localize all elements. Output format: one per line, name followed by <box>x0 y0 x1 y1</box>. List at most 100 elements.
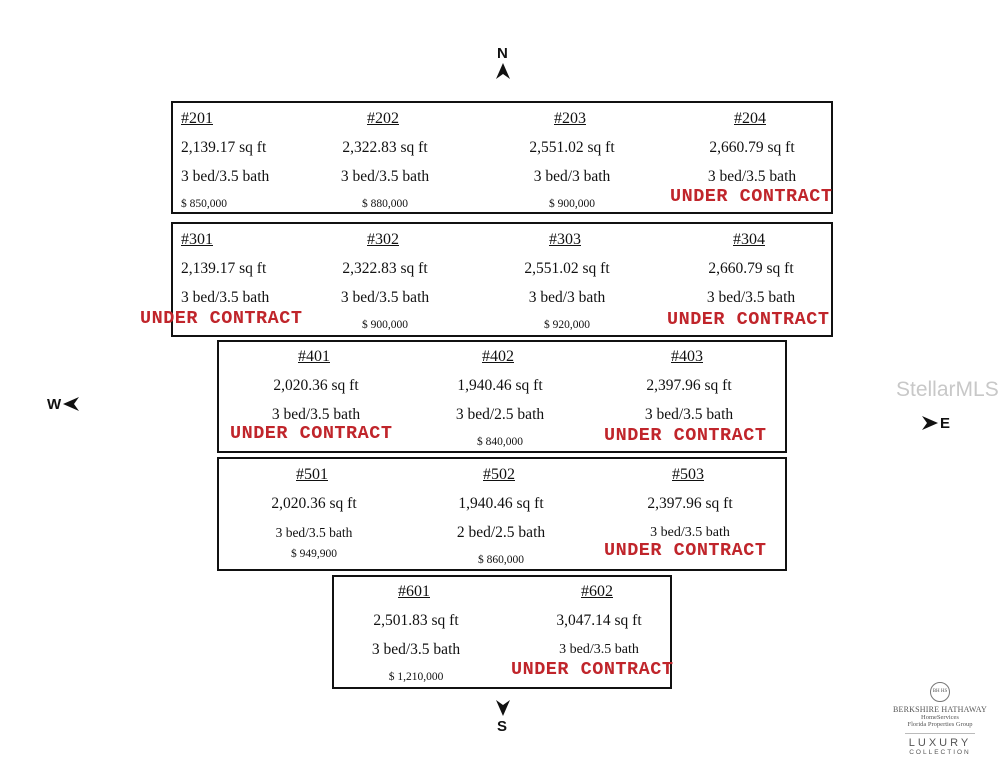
unit-price: $ 860,000 <box>478 554 524 566</box>
under-contract-label: UNDER CONTRACT <box>604 425 767 446</box>
unit-beds: 3 bed/2.5 bath <box>455 406 545 423</box>
unit-301: #301 2,139.17 sq ft 3 bed/3.5 bath <box>181 230 269 317</box>
floor-2 <box>171 101 833 214</box>
unit-price: $ 850,000 <box>181 198 227 210</box>
north-arrow-icon <box>496 63 510 79</box>
unit-number: #503 <box>672 466 704 483</box>
unit-sqft: 2,139.17 sq ft <box>181 260 267 277</box>
unit-number: #302 <box>367 231 399 248</box>
seal-icon: BH HS <box>930 682 950 702</box>
unit-203: #203 2,551.02 sq ft 3 bed/3 bath $ 900,0… <box>529 109 614 225</box>
unit-number: #401 <box>298 348 330 365</box>
unit-price: $ 900,000 <box>549 198 595 210</box>
unit-sqft: 2,020.36 sq ft <box>271 495 357 512</box>
unit-beds: 2 bed/2.5 bath <box>456 524 546 541</box>
unit-beds: 3 bed/3.5 bath <box>650 525 730 540</box>
logo-divider <box>905 733 975 734</box>
logo-collection: COLLECTION <box>909 749 971 756</box>
unit-sqft: 2,501.83 sq ft <box>373 612 459 629</box>
unit-number: #304 <box>733 231 765 248</box>
unit-number: #601 <box>398 583 430 600</box>
unit-sqft: 2,660.79 sq ft <box>709 139 795 156</box>
unit-price: $ 949,900 <box>291 548 337 560</box>
logo-brand: BERKSHIRE HATHAWAY <box>892 705 987 714</box>
unit-502: #502 1,940.46 sq ft 2 bed/2.5 bath $ 860… <box>457 465 545 581</box>
unit-beds: 3 bed/3.5 bath <box>271 406 361 423</box>
east-label: E <box>940 415 951 432</box>
south-label: S <box>497 718 508 735</box>
unit-sqft: 2,551.02 sq ft <box>529 139 615 156</box>
unit-beds: 3 bed/3 bath <box>533 168 611 185</box>
unit-number: #303 <box>549 231 581 248</box>
unit-beds: 3 bed/3.5 bath <box>181 289 270 306</box>
unit-number: #202 <box>367 110 399 127</box>
unit-number: #501 <box>296 466 328 483</box>
unit-number: #402 <box>482 348 514 365</box>
unit-beds: 3 bed/3.5 bath <box>371 641 461 658</box>
unit-sqft: 2,322.83 sq ft <box>342 260 428 277</box>
watermark: StellarMLS <box>896 378 999 401</box>
floor-3 <box>171 222 833 337</box>
under-contract-label: UNDER CONTRACT <box>140 308 303 329</box>
unit-price: $ 920,000 <box>544 319 590 331</box>
floor-5 <box>217 457 787 571</box>
unit-beds: 3 bed/3.5 bath <box>340 168 430 185</box>
unit-sqft: 2,397.96 sq ft <box>646 377 732 394</box>
unit-601: #601 2,501.83 sq ft 3 bed/3.5 bath $ 1,2… <box>372 582 460 698</box>
unit-sqft: 1,940.46 sq ft <box>458 495 544 512</box>
unit-price: $ 1,210,000 <box>388 671 444 683</box>
unit-number: #502 <box>483 466 515 483</box>
under-contract-label: UNDER CONTRACT <box>230 423 393 444</box>
under-contract-label: UNDER CONTRACT <box>670 186 833 207</box>
unit-403: #403 2,397.96 sq ft 3 bed/3.5 bath <box>645 347 733 434</box>
brokerage-logo: BH HS BERKSHIRE HATHAWAY HomeServices Fl… <box>880 680 1000 756</box>
unit-price: $ 840,000 <box>477 436 523 448</box>
unit-number: #203 <box>554 110 586 127</box>
under-contract-label: UNDER CONTRACT <box>511 659 674 680</box>
unit-303: #303 2,551.02 sq ft 3 bed/3 bath $ 920,0… <box>524 230 609 346</box>
unit-602: #602 3,047.14 sq ft 3 bed/3.5 bath <box>556 582 641 669</box>
unit-503: #503 2,397.96 sq ft 3 bed/3.5 bath <box>647 465 732 552</box>
unit-sqft: 2,397.96 sq ft <box>647 495 733 512</box>
unit-number: #201 <box>181 110 213 127</box>
logo-sub: HomeServices <box>921 714 959 721</box>
unit-501: #501 2,020.36 sq ft 3 bed/3.5 bath $ 949… <box>271 465 356 575</box>
unit-beds: 3 bed/3.5 bath <box>559 642 639 657</box>
unit-number: #204 <box>734 110 766 127</box>
unit-401: #401 2,020.36 sq ft 3 bed/3.5 bath <box>272 347 360 434</box>
unit-number: #602 <box>581 583 613 600</box>
unit-beds: 3 bed/3.5 bath <box>707 168 797 185</box>
unit-sqft: 1,940.46 sq ft <box>457 377 543 394</box>
unit-sqft: 2,020.36 sq ft <box>273 377 359 394</box>
unit-price: $ 900,000 <box>362 319 408 331</box>
unit-beds: 3 bed/3.5 bath <box>644 406 734 423</box>
unit-sqft: 2,322.83 sq ft <box>342 139 428 156</box>
under-contract-label: UNDER CONTRACT <box>604 540 767 561</box>
under-contract-label: UNDER CONTRACT <box>667 309 830 330</box>
floor-4 <box>217 340 787 453</box>
unit-202: #202 2,322.83 sq ft 3 bed/3.5 bath $ 880… <box>341 109 429 225</box>
logo-luxury: LUXURY <box>908 737 972 749</box>
unit-beds: 3 bed/3.5 bath <box>181 168 270 185</box>
east-arrow-icon <box>922 416 938 430</box>
west-arrow-icon <box>63 397 79 411</box>
unit-number: #301 <box>181 231 213 248</box>
unit-204: #204 2,660.79 sq ft 3 bed/3.5 bath <box>708 109 796 196</box>
unit-302: #302 2,322.83 sq ft 3 bed/3.5 bath $ 900… <box>341 230 429 346</box>
floor-6 <box>332 575 672 689</box>
north-label: N <box>497 45 508 62</box>
south-arrow-icon <box>496 700 510 716</box>
unit-beds: 3 bed/3.5 bath <box>275 525 353 540</box>
unit-sqft: 2,551.02 sq ft <box>524 260 610 277</box>
unit-number: #403 <box>671 348 703 365</box>
unit-304: #304 2,660.79 sq ft 3 bed/3.5 bath <box>707 230 795 317</box>
logo-group: Florida Properties Group <box>907 721 973 728</box>
unit-sqft: 2,660.79 sq ft <box>708 260 794 277</box>
unit-beds: 3 bed/3 bath <box>528 289 606 306</box>
unit-201: #201 2,139.17 sq ft 3 bed/3.5 bath $ 850… <box>181 109 269 225</box>
unit-sqft: 2,139.17 sq ft <box>181 139 267 156</box>
unit-price: $ 880,000 <box>362 198 408 210</box>
unit-beds: 3 bed/3.5 bath <box>340 289 430 306</box>
unit-beds: 3 bed/3.5 bath <box>706 289 796 306</box>
unit-402: #402 1,940.46 sq ft 3 bed/2.5 bath $ 840… <box>456 347 544 463</box>
